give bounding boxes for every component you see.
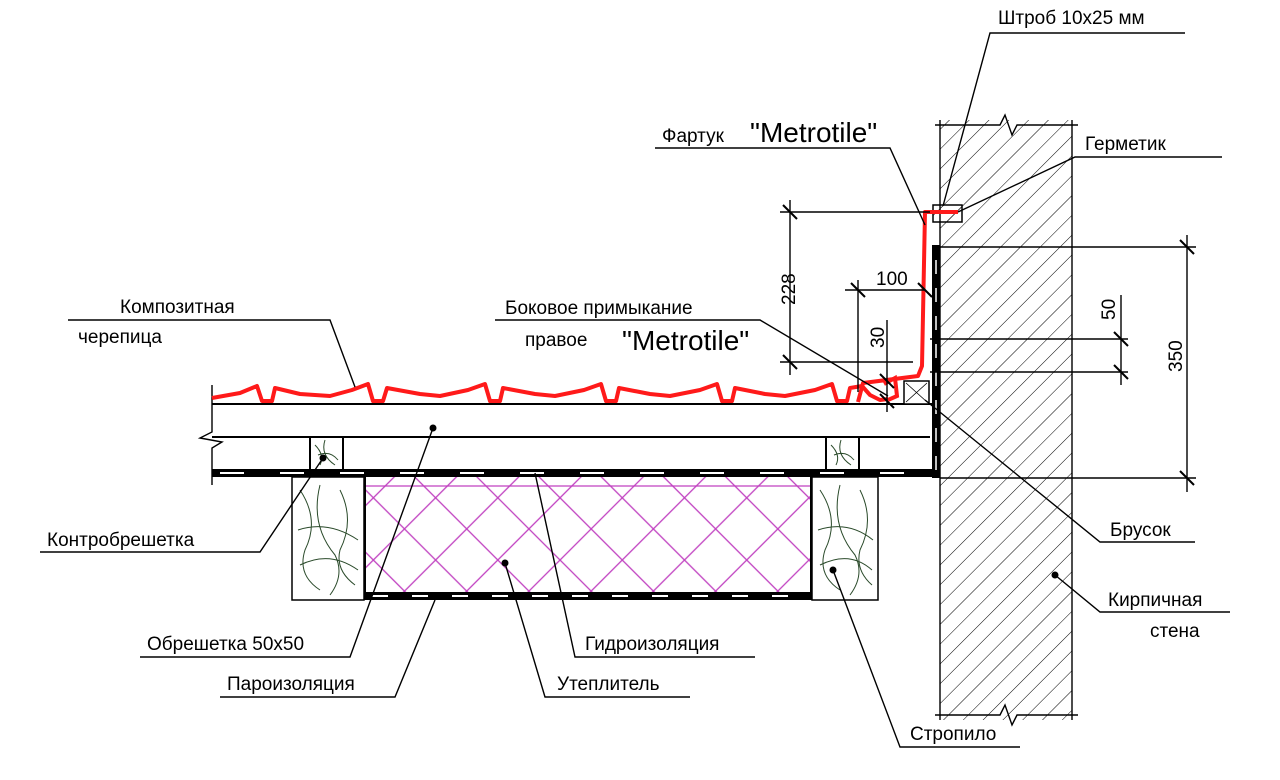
svg-text:Боковое примыкание: Боковое примыкание <box>505 298 693 319</box>
svg-text:Обрешетка 50х50: Обрешетка 50х50 <box>147 634 304 655</box>
svg-text:228: 228 <box>779 273 800 305</box>
svg-text:100: 100 <box>876 269 908 290</box>
label-rafter: Стропило <box>829 566 1020 748</box>
label-vapor-barrier: Пароизоляция <box>220 599 436 698</box>
svg-text:Утеплитель: Утеплитель <box>557 674 660 695</box>
dimension-350: 350 <box>940 235 1196 492</box>
wall-board <box>932 245 940 478</box>
waterproof-membrane <box>212 469 940 477</box>
label-insulation: Утеплитель <box>501 559 690 698</box>
svg-text:Стропило: Стропило <box>910 724 996 745</box>
dimension-100: 100 <box>845 269 933 392</box>
svg-text:"Metrotile": "Metrotile" <box>750 117 877 148</box>
label-counter-batten: Контробрешетка <box>40 454 327 553</box>
dimension-30: 30 <box>868 320 895 412</box>
svg-text:черепица: черепица <box>78 327 162 348</box>
svg-text:Контробрешетка: Контробрешетка <box>47 530 195 551</box>
label-side-junction: Боковое примыкание правое "Metrotile" <box>495 298 889 397</box>
composite-tile <box>211 382 889 403</box>
svg-text:Штроб 10х25 мм: Штроб 10х25 мм <box>998 8 1145 29</box>
label-waterproofing: Гидроизоляция <box>534 472 755 658</box>
svg-text:правое: правое <box>525 330 587 351</box>
svg-text:Герметик: Герметик <box>1085 134 1166 155</box>
label-composite-tile: Композитная черепица <box>68 297 356 388</box>
svg-text:Брусок: Брусок <box>1110 520 1171 541</box>
label-germetik: Герметик <box>957 134 1222 213</box>
bar <box>903 380 930 405</box>
svg-text:Пароизоляция: Пароизоляция <box>227 674 355 695</box>
svg-text:стена: стена <box>1150 621 1200 642</box>
label-brick-wall: Кирпичная стена <box>1051 571 1230 642</box>
svg-text:30: 30 <box>868 327 889 348</box>
vapor-barrier <box>364 592 812 600</box>
flashing-apron <box>856 210 958 403</box>
label-batten: Обрешетка 50х50 <box>140 424 437 658</box>
counter-batten <box>309 436 860 471</box>
svg-text:50: 50 <box>1099 299 1120 320</box>
svg-text:Гидроизоляция: Гидроизоляция <box>585 634 719 655</box>
svg-text:Кирпичная: Кирпичная <box>1108 590 1202 611</box>
dimension-50: 50 <box>930 295 1129 385</box>
svg-text:Композитная: Композитная <box>120 297 235 318</box>
svg-text:350: 350 <box>1166 340 1187 372</box>
label-fartuk: Фартук "Metrotile" <box>655 117 926 226</box>
insulation <box>364 477 812 598</box>
svg-text:Фартук: Фартук <box>662 126 725 147</box>
dimension-228: 228 <box>779 200 930 375</box>
label-shtrob: Штроб 10х25 мм <box>942 8 1185 207</box>
svg-text:"Metrotile": "Metrotile" <box>622 325 749 356</box>
label-bar: Брусок <box>924 399 1195 543</box>
rafter <box>291 476 879 601</box>
